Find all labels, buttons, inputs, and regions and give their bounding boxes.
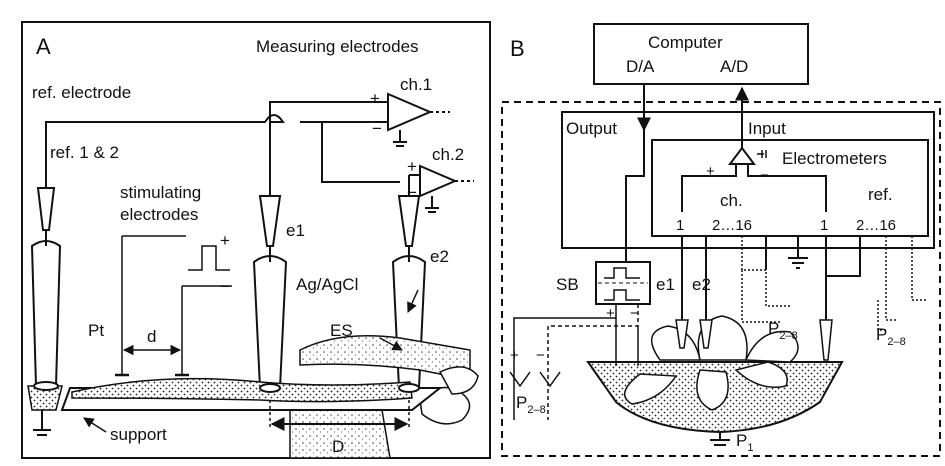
e1-electrode-body [252,255,288,394]
electrometers-label: Electrometers [782,149,887,168]
ref-1-2-label: ref. 1 & 2 [50,143,119,162]
stim-plus: + [220,231,230,250]
ref-small-electrode [819,319,833,361]
ground-ch1 [393,130,407,147]
leaf-strip [71,377,413,403]
ground-plant [710,432,730,446]
e1-electrode-top [258,195,282,247]
ref-to-ch2-wire [321,122,400,183]
ref-electrode-label: ref. electrode [32,83,131,102]
computer-box [593,23,809,85]
left-plus: + [510,347,519,364]
panel-a-frame [21,21,491,459]
e1-label: e1 [286,221,305,240]
ground-interface [788,236,808,269]
es-label: ES [330,321,353,340]
e2-small-electrode [699,319,713,349]
amplifier-ch1 [387,92,433,132]
panel-a-labels: A Measuring electrodes ref. electrode re… [32,34,464,456]
ref-label: ref. [868,185,893,204]
support-label: support [110,425,167,444]
electrodes-label: electrodes [120,205,198,224]
panel-a [21,21,491,459]
da-label: D/A [626,57,655,76]
D-label: D [332,437,344,456]
ch-one-label: 1 [676,217,684,234]
panel-a-letter: A [36,34,51,59]
ground-ref [33,410,51,436]
ch2-minus: − [407,183,417,202]
ref-range-label: 2…16 [856,217,896,234]
ref-one-label: 1 [820,217,828,234]
plus-sign: + [706,163,715,180]
ch-range-label: 2…16 [712,217,752,234]
computer-label: Computer [648,33,723,52]
sb-label: SB [556,275,579,294]
e1-small-electrode [675,319,689,349]
ag-agcl-label: Ag/AgCl [296,275,358,294]
panel-b-letter: B [510,36,525,61]
minus-sign: − [760,167,769,184]
panel-b-labels: B Computer D/A A/D Output Input Electrom… [510,33,906,454]
stim-minus: − [220,277,230,296]
electrometer-amplifier [728,146,756,165]
amplifier-ch2 [419,164,458,198]
stim-pulse [188,245,230,271]
e1-label-b: e1 [656,275,675,294]
e2-label: e2 [430,247,449,266]
ref-wire [45,101,388,190]
p-label-2: P2–8 [876,325,906,348]
input-label: Input [748,119,786,138]
d-label: d [147,327,156,346]
p1-label: P1 [736,431,753,454]
output-wire [625,130,645,262]
ch1-plus: + [370,89,380,108]
ground-ch2 [425,196,439,213]
e2-electrode-top [397,195,421,247]
ch2-label: ch.2 [432,145,464,164]
panel-b [501,23,941,457]
e2-electrode-body [391,255,427,394]
ref-electrode-body [30,240,62,391]
e2-label-b: e2 [692,275,711,294]
output-label: Output [566,119,617,138]
measuring-electrodes-label: Measuring electrodes [256,37,419,56]
ad-label: A/D [720,57,748,76]
electrometer-box [651,139,929,237]
left-minus: − [536,347,545,364]
sb-minus: − [630,305,639,322]
pt-label: Pt [88,321,104,340]
ch-label: ch. [720,191,743,210]
ref-electrode-top [36,187,56,231]
ch1-label: ch.1 [400,75,432,94]
ch2-plus: + [407,157,417,176]
dashed-boundary [501,101,941,457]
sb-plus: + [606,305,615,322]
ch1-minus: − [372,119,382,138]
stimulating-label: stimulating [120,183,201,202]
p-label-1: P2–8 [768,319,798,342]
interface-box [561,111,935,249]
p-label-3: P2–8 [516,393,546,416]
